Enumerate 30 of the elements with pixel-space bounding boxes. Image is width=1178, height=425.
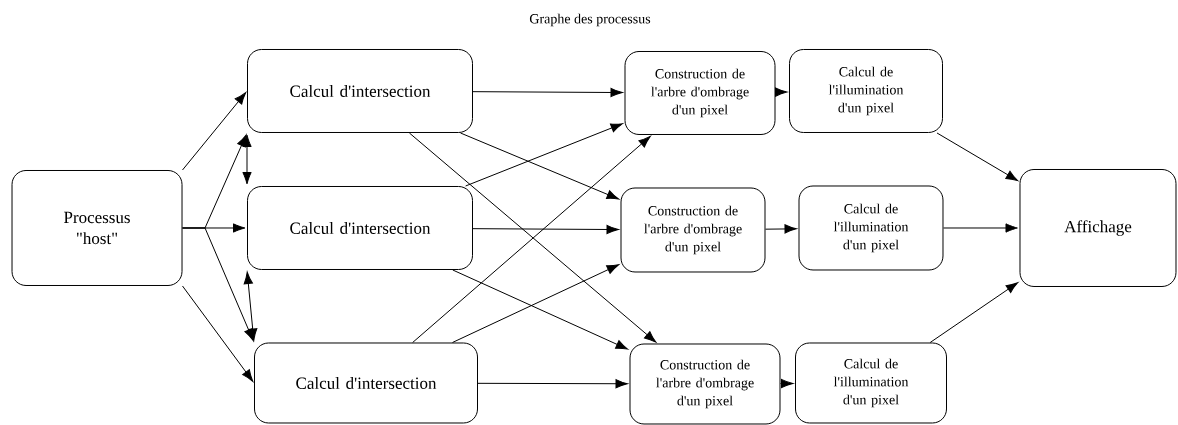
arrow	[929, 282, 1019, 343]
arrow	[182, 227, 254, 341]
process-box: Construction de l'arbre d'ombrage d'un pixel	[620, 187, 766, 273]
process-box: Calcul d'intersection	[254, 342, 478, 424]
process-box: Calcul de l'illumination d'un pixel	[798, 185, 944, 271]
title: Graphe des processus	[529, 13, 651, 27]
process-box: Construction de l'arbre d'ombrage d'un pixel	[624, 51, 776, 135]
arrow	[780, 378, 794, 389]
arrow	[774, 87, 788, 97]
process-box: Calcul de l'illumination d'un pixel	[795, 342, 947, 424]
process-box: Calcul d'intersection	[247, 186, 473, 270]
process-box: Processus "host"	[11, 170, 183, 286]
arrow	[477, 379, 628, 389]
process-box: Calcul de l'illumination d'un pixel	[789, 49, 943, 133]
arrow	[465, 123, 623, 187]
arrow	[943, 223, 1018, 233]
arrow	[242, 134, 252, 185]
arrow	[452, 264, 620, 343]
process-box: Calcul d'intersection	[247, 49, 473, 133]
arrow	[936, 132, 1019, 182]
process-box: Construction de l'arbre d'ombrage d'un pixel	[629, 343, 781, 425]
arrow	[182, 285, 254, 382]
arrow	[452, 269, 629, 350]
arrow	[472, 87, 623, 98]
arrow	[460, 132, 619, 200]
arrow	[472, 224, 619, 235]
arrow	[243, 271, 258, 341]
arrow	[182, 92, 247, 171]
arrow	[765, 224, 797, 234]
process-box: Affichage	[1019, 169, 1177, 287]
